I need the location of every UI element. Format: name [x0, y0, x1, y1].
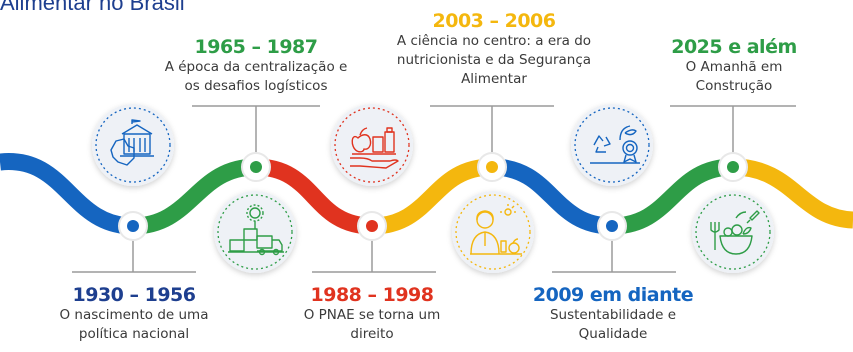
wave-segment-green-2 [611, 158, 734, 235]
milestone-desc-line2: Qualidade [578, 326, 648, 342]
recycling-quality-icon [571, 104, 653, 186]
wave-segment-yellow [371, 158, 493, 235]
food-hand-icon [331, 104, 413, 186]
wave-segment-yellow-2 [732, 158, 853, 229]
node-1988 [357, 211, 387, 241]
timeline-wave [0, 153, 853, 235]
milestone-desc-line2: Construção [695, 78, 773, 94]
milestone-desc-line1: Sustentabilidade e [549, 307, 676, 323]
milestone-years: 2025 e além [671, 36, 797, 58]
milestone-years: 2003 – 2006 [432, 10, 557, 32]
milestone-years: 1965 – 1987 [194, 36, 319, 58]
milestone-desc-line2: direito [350, 326, 394, 342]
node-2025 [718, 152, 748, 182]
milestone-desc-line2: nutricionista e da Segurança [396, 52, 592, 68]
milestone-years: 2009 em diante [532, 284, 694, 306]
milestone-desc-line2: política nacional [78, 326, 190, 342]
wave-segment-green [132, 158, 257, 235]
milestone-desc-line1: O nascimento de uma [59, 307, 209, 323]
milestone-1965: 1965 – 1987 A época da centralização e o… [136, 36, 376, 96]
milestone-2025: 2025 e além O Amanhã em Construção [660, 36, 808, 96]
healthy-bowl-rocket-icon [692, 191, 774, 273]
milestone-desc-line1: O PNAE se torna um [303, 307, 441, 323]
wave-segment-blue [0, 153, 134, 235]
milestone-2009: 2009 em diante Sustentabilidade e Qualid… [522, 284, 704, 344]
wave-segment-red [255, 158, 373, 235]
nutritionist-icon [452, 191, 534, 273]
milestone-desc-line2: os desafios logísticos [184, 78, 328, 94]
milestone-desc-line1: O Amanhã em [685, 59, 783, 75]
node-2003 [477, 152, 507, 182]
logistics-truck-icon [214, 191, 296, 273]
government-building-map-icon [92, 104, 174, 186]
milestone-1930: 1930 – 1956 O nascimento de uma política… [42, 284, 226, 344]
node-1930 [118, 211, 148, 241]
milestone-desc-line3: Alimentar [461, 71, 527, 87]
milestone-desc-line1: A época da centralização e [164, 59, 348, 75]
milestone-years: 1930 – 1956 [72, 284, 197, 306]
node-1965 [241, 152, 271, 182]
milestone-1988: 1988 – 1998 O PNAE se torna um direito [288, 284, 456, 344]
milestone-desc-line1: A ciência no centro: a era do [396, 33, 592, 49]
timeline-nodes [118, 152, 748, 241]
page-title: Alimentar no Brasil [0, 0, 185, 15]
wave-segment-blue-2 [491, 158, 613, 235]
node-2009 [597, 211, 627, 241]
connector-lines [72, 105, 796, 273]
milestone-years: 1988 – 1998 [310, 284, 435, 306]
milestone-2003: 2003 – 2006 A ciência no centro: a era d… [370, 10, 618, 89]
